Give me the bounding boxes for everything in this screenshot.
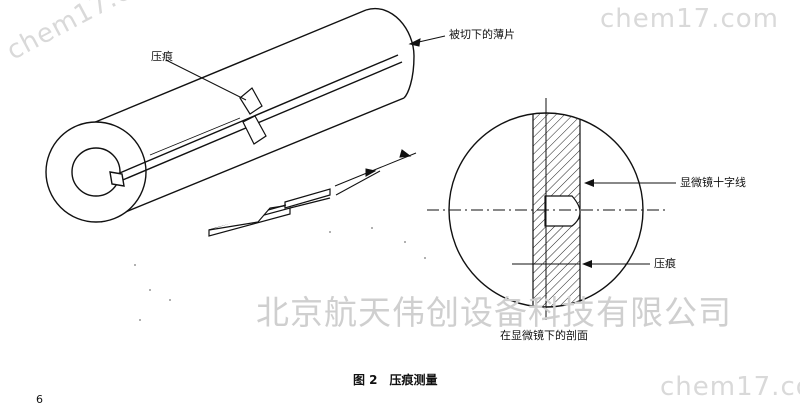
page-number: 6 xyxy=(36,393,43,406)
pipe-top-edge xyxy=(92,9,367,124)
watermark-site-bottom: chem17.com xyxy=(660,372,800,402)
pipe-slot-notch xyxy=(109,171,125,187)
figure-caption: 图 2 压痕测量 xyxy=(353,371,450,388)
sliced-strip xyxy=(208,188,331,237)
label-indentation-top: 压痕 xyxy=(151,50,173,63)
pipe-far-end xyxy=(365,7,415,99)
label-section-under-microscope: 在显微镜下的剖面 xyxy=(500,329,588,342)
pipe-leaders xyxy=(165,35,446,101)
pipe-shade-line xyxy=(149,117,241,156)
pipe-slot-line-lower xyxy=(117,61,403,183)
pipe-bottom-edge xyxy=(100,97,405,223)
label-microscope-crosshair: 显微镜十字线 xyxy=(680,176,746,189)
indentation-marks xyxy=(239,87,267,145)
figure-title: 压痕测量 xyxy=(389,373,438,387)
strip-arrows xyxy=(334,149,417,196)
watermark-site-top: chem17.com xyxy=(600,4,779,34)
indentation-leader xyxy=(165,59,247,101)
watermark-company: 北京航天伟创设备科技有限公司 xyxy=(256,293,732,332)
label-indentation-right: 压痕 xyxy=(654,257,676,270)
pipe-bore xyxy=(71,147,121,197)
pipe-drawing xyxy=(45,7,415,223)
microscope-section xyxy=(427,98,676,320)
section-indentation xyxy=(544,195,581,227)
figure-number: 图 2 xyxy=(353,373,378,387)
scan-speckles xyxy=(134,227,426,321)
pipe-outer-end xyxy=(45,121,147,223)
pipe-slot-line-upper xyxy=(114,54,399,176)
label-sliced-thin-section: 被切下的薄片 xyxy=(449,28,515,41)
